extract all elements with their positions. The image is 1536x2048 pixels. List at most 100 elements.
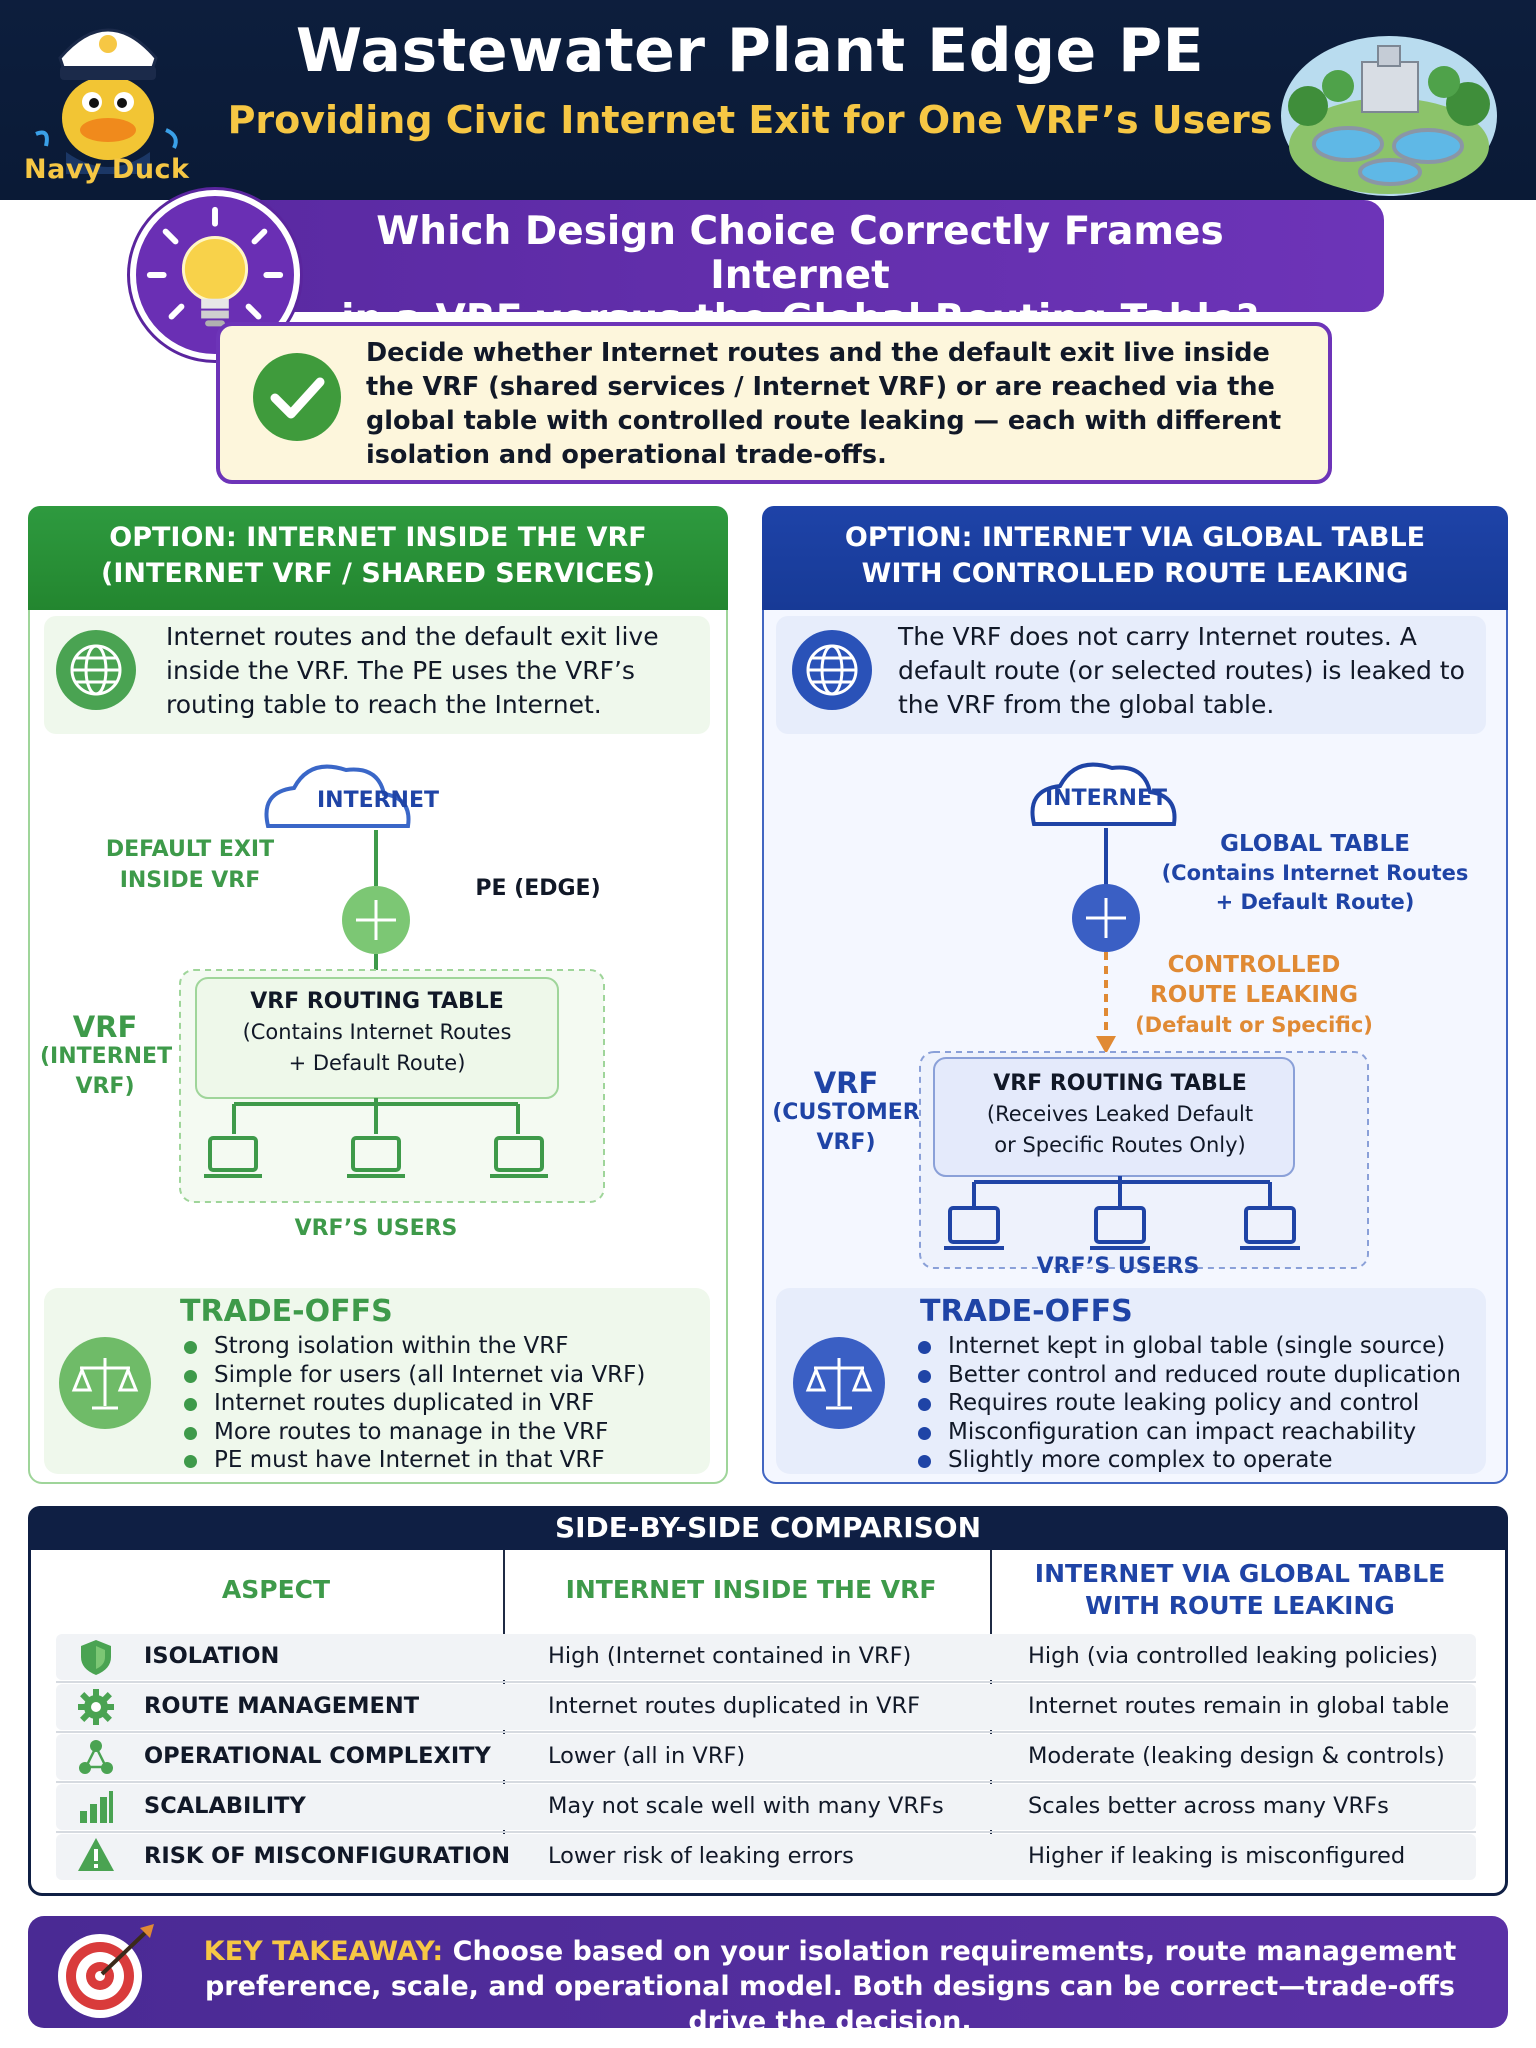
left-tradeoffs-title: TRADE-OFFS <box>180 1294 393 1329</box>
row-divider <box>56 1781 1476 1783</box>
right-table-title: VRF ROUTING TABLE <box>993 1071 1247 1096</box>
lightbulb-icon <box>146 206 284 327</box>
warning-icon <box>78 1838 114 1871</box>
left-default-exit-line-2: INSIDE VRF <box>119 868 261 893</box>
row-vrf-value: High (Internet contained in VRF) <box>548 1643 912 1669</box>
network-icon <box>79 1740 113 1774</box>
left-default-exit-line-1: DEFAULT EXIT <box>105 837 275 862</box>
list-item: Requires route leaking policy and contro… <box>914 1389 1484 1418</box>
column-header-internet-inside-vrf: INTERNET INSIDE THE VRF <box>565 1575 937 1604</box>
row-global-value: Higher if leaking is misconfigured <box>1028 1843 1406 1869</box>
right-table-line-1: (Receives Leaked Default <box>986 1102 1254 1126</box>
right-global-table-label: GLOBAL TABLE (Contains Internet Routes +… <box>1160 830 1470 917</box>
navy-duck-mascot-icon <box>35 28 178 174</box>
right-table-line-2: or Specific Routes Only) <box>994 1133 1246 1157</box>
right-leak-line-3: (Default or Specific) <box>1135 1013 1373 1037</box>
left-vrf-line-2: (INTERNET <box>40 1044 173 1069</box>
bar-chart-icon <box>80 1791 113 1823</box>
key-takeaway-banner <box>28 1916 1508 2028</box>
header-banner <box>0 0 1536 200</box>
list-item: Internet routes duplicated in VRF <box>180 1389 690 1418</box>
row-divider <box>56 1831 1476 1833</box>
right-tradeoffs-card <box>776 1288 1486 1474</box>
left-scales-icon <box>59 1337 151 1429</box>
row-vrf-value: May not scale well with many VRFs <box>548 1793 944 1819</box>
left-tradeoffs-card <box>44 1288 710 1474</box>
right-panel-heading: OPTION: INTERNET VIA GLOBAL TABLE WITH C… <box>762 506 1508 610</box>
row-aspect: ROUTE MANAGEMENT <box>144 1693 420 1719</box>
column-header-global-line-2: WITH ROUTE LEAKING <box>1085 1591 1395 1620</box>
left-description: Internet routes and the default exit liv… <box>166 622 659 719</box>
row-divider <box>56 1731 1476 1733</box>
row-global-value: Scales better across many VRFs <box>1028 1793 1389 1819</box>
right-heading-line-2: WITH CONTROLLED ROUTE LEAKING <box>861 558 1409 589</box>
list-item: PE must have Internet in that VRF <box>180 1446 690 1475</box>
right-global-line-1: (Contains Internet Routes <box>1161 861 1469 885</box>
left-vrf-line-1: VRF <box>72 1010 138 1044</box>
column-header-aspect: ASPECT <box>221 1575 331 1604</box>
left-tradeoffs-list: Strong isolation within the VRF Simple f… <box>180 1332 690 1475</box>
row-aspect: OPERATIONAL COMPLEXITY <box>144 1743 491 1769</box>
row-global-value: High (via controlled leaking policies) <box>1028 1643 1439 1669</box>
right-internet-cloud-icon <box>1030 762 1177 826</box>
row-aspect: SCALABILITY <box>144 1793 306 1819</box>
left-topology-diagram <box>179 764 605 1203</box>
page-subtitle: Providing Civic Internet Exit for One VR… <box>227 98 1273 142</box>
right-internet-label: INTERNET <box>1044 786 1168 811</box>
column-header-internet-via-global: INTERNET VIA GLOBAL TABLE WITH ROUTE LEA… <box>1000 1558 1480 1622</box>
left-internet-cloud-icon <box>264 764 411 828</box>
row-vrf-value: Internet routes duplicated in VRF <box>548 1693 921 1719</box>
key-takeaway-text: KEY TAKEAWAY: Choose based on your isola… <box>170 1934 1490 2039</box>
left-panel-heading: OPTION: INTERNET INSIDE THE VRF (INTERNE… <box>28 506 728 610</box>
left-internet-label: INTERNET <box>316 788 440 813</box>
right-description-card <box>776 616 1486 734</box>
key-takeaway-body: Choose based on your isolation requireme… <box>204 1936 1457 2037</box>
right-vrf-line-1: VRF <box>813 1066 879 1100</box>
question-line-1: Which Design Choice Correctly Frames Int… <box>376 209 1224 298</box>
right-global-line-2: + Default Route) <box>1215 890 1415 914</box>
right-route-leaking-label: CONTROLLED ROUTE LEAKING (Default or Spe… <box>1130 950 1378 1040</box>
right-vrf-line-2: (CUSTOMER <box>772 1100 920 1125</box>
question-description-card <box>216 322 1332 484</box>
list-item: Slightly more complex to operate <box>914 1446 1484 1475</box>
right-user-laptops-icon <box>944 1206 1300 1250</box>
left-users-label: VRF’S USERS <box>294 1216 458 1241</box>
question-description: Decide whether Internet routes and the d… <box>366 338 1282 470</box>
checkmark-icon <box>253 353 341 441</box>
right-leak-line-2: ROUTE LEAKING <box>1149 982 1359 1008</box>
list-item: Strong isolation within the VRF <box>180 1332 690 1361</box>
column-header-global-line-1: INTERNET VIA GLOBAL TABLE <box>1034 1559 1446 1588</box>
left-vrf-label: VRF (INTERNET VRF) <box>40 1010 173 1102</box>
right-vrf-label: VRF (CUSTOMER VRF) <box>772 1068 920 1158</box>
row-global-value: Moderate (leaking design & controls) <box>1028 1743 1445 1769</box>
left-pe-label: PE (EDGE) <box>475 876 601 901</box>
table-row <box>56 1684 1476 1730</box>
target-arrow-icon <box>58 1924 154 2018</box>
row-aspect: RISK OF MISCONFIGURATION <box>144 1843 511 1869</box>
globe-icon <box>56 630 136 710</box>
left-user-laptops-icon <box>204 1136 548 1178</box>
row-divider <box>56 1681 1476 1683</box>
question-title: Which Design Choice Correctly Frames Int… <box>300 210 1300 342</box>
table-row <box>56 1634 1476 1680</box>
right-users-label: VRF’S USERS <box>1036 1254 1200 1279</box>
table-row <box>56 1784 1476 1830</box>
right-vrf-line-3: VRF) <box>816 1130 876 1155</box>
table-row <box>56 1734 1476 1780</box>
right-routing-table-text: VRF ROUTING TABLE (Receives Leaked Defau… <box>940 1068 1300 1161</box>
mascot-label: Navy Duck <box>24 154 190 185</box>
left-description-card <box>44 616 710 734</box>
row-aspect: ISOLATION <box>144 1643 280 1669</box>
row-global-value: Internet routes remain in global table <box>1028 1693 1450 1719</box>
left-table-line-2: + Default Route) <box>288 1051 466 1075</box>
left-table-title: VRF ROUTING TABLE <box>250 989 504 1014</box>
gear-icon <box>78 1689 114 1725</box>
left-default-exit-label: DEFAULT EXIT INSIDE VRF <box>90 834 290 896</box>
right-scales-icon <box>793 1337 885 1429</box>
left-heading-line-1: OPTION: INTERNET INSIDE THE VRF <box>109 522 647 553</box>
right-description: The VRF does not carry Internet routes. … <box>898 622 1465 719</box>
right-topology-diagram <box>919 762 1369 1269</box>
row-vrf-value: Lower risk of leaking errors <box>548 1843 854 1869</box>
list-item: Simple for users (all Internet via VRF) <box>180 1361 690 1390</box>
comparison-title: SIDE-BY-SIDE COMPARISON <box>28 1506 1508 1550</box>
